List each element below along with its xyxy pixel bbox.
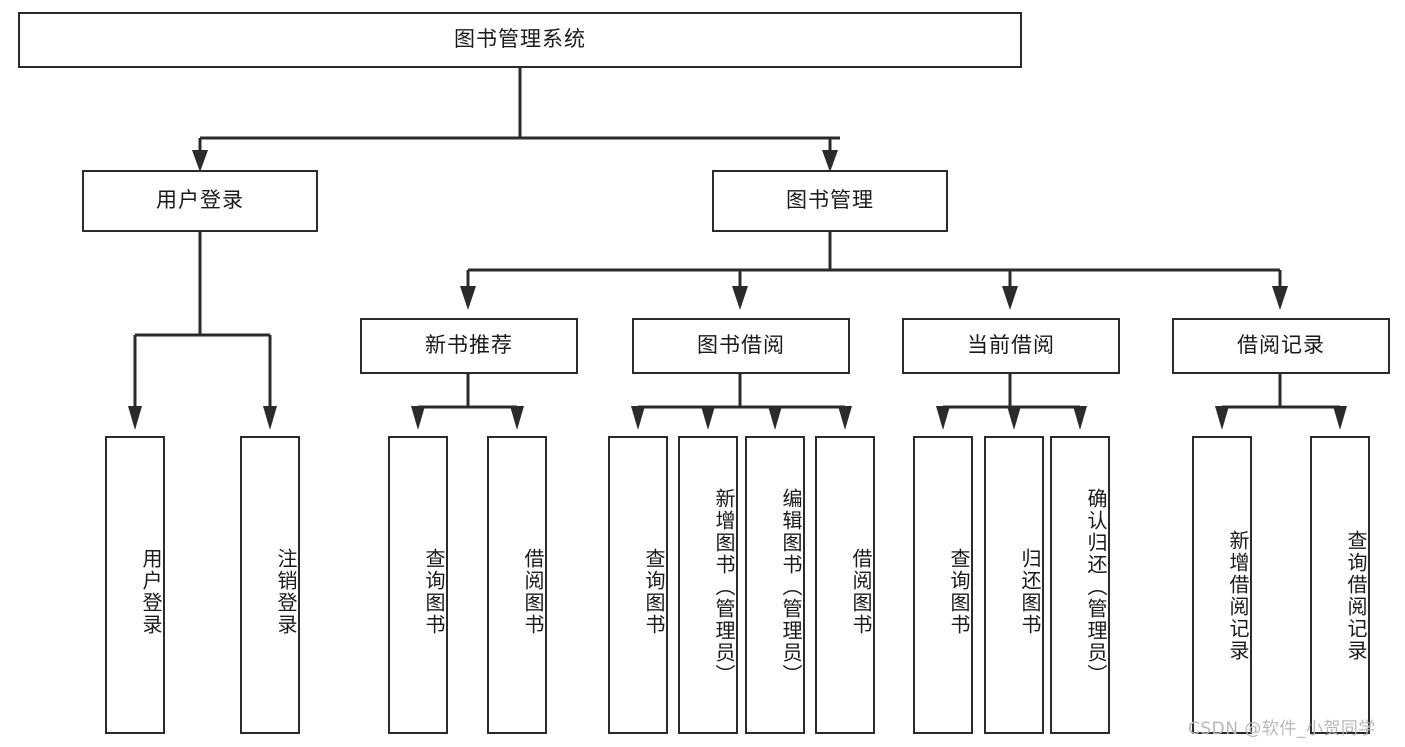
node-leaf-add-record[interactable]: 新增借阅记录 bbox=[1192, 436, 1252, 734]
node-user-login[interactable]: 用户登录 bbox=[82, 170, 318, 232]
node-leaf-user-login-label: 用户登录 bbox=[139, 548, 163, 636]
node-leaf-query-book-1-label: 查询图书 bbox=[422, 548, 446, 636]
node-leaf-add-book-label: 新增图书（管理员） bbox=[712, 488, 736, 686]
arrowhead-leaf-edit-book bbox=[768, 406, 782, 430]
node-leaf-user-logout[interactable]: 注销登录 bbox=[240, 436, 300, 734]
arrowhead-leaf-query-book-2 bbox=[631, 406, 645, 430]
node-new-book-recommend[interactable]: 新书推荐 bbox=[360, 318, 578, 374]
node-leaf-borrow-book-2-label: 借阅图书 bbox=[849, 548, 873, 636]
arrowhead-leaf-add-record bbox=[1215, 406, 1229, 430]
arrowhead-new-book-recommend bbox=[460, 286, 476, 310]
node-book-manage[interactable]: 图书管理 bbox=[712, 170, 948, 232]
node-leaf-confirm-return[interactable]: 确认归还（管理员） bbox=[1050, 436, 1110, 734]
node-user-login-label: 用户登录 bbox=[156, 188, 244, 213]
node-leaf-add-record-label: 新增借阅记录 bbox=[1226, 530, 1250, 662]
arrowhead-leaf-add-book bbox=[701, 406, 715, 430]
node-leaf-edit-book-label: 编辑图书（管理员） bbox=[779, 488, 803, 686]
node-leaf-query-book-3[interactable]: 查询图书 bbox=[913, 436, 973, 734]
node-current-borrow-label: 当前借阅 bbox=[967, 333, 1055, 358]
node-book-manage-label: 图书管理 bbox=[786, 188, 874, 213]
csdn-watermark: CSDN @软件_小贺同学 bbox=[1188, 719, 1376, 739]
node-book-borrow[interactable]: 图书借阅 bbox=[632, 318, 850, 374]
node-leaf-borrow-book-1-label: 借阅图书 bbox=[521, 548, 545, 636]
node-leaf-return-book-label: 归还图书 bbox=[1018, 548, 1042, 636]
arrowhead-leaf-borrow-book-2 bbox=[838, 406, 852, 430]
node-root-label: 图书管理系统 bbox=[454, 27, 586, 52]
arrowhead-leaf-query-record bbox=[1333, 406, 1347, 430]
arrowhead-book-borrow bbox=[732, 286, 748, 310]
node-leaf-edit-book[interactable]: 编辑图书（管理员） bbox=[745, 436, 805, 734]
node-leaf-user-login[interactable]: 用户登录 bbox=[105, 436, 165, 734]
node-root[interactable]: 图书管理系统 bbox=[18, 12, 1022, 68]
node-leaf-return-book[interactable]: 归还图书 bbox=[984, 436, 1044, 734]
node-leaf-query-record-label: 查询借阅记录 bbox=[1344, 530, 1368, 662]
arrowhead-leaf-user-logout bbox=[263, 406, 277, 430]
arrowhead-leaf-user-login bbox=[128, 406, 142, 430]
arrowhead-user-login bbox=[192, 150, 208, 172]
node-leaf-query-book-1[interactable]: 查询图书 bbox=[388, 436, 448, 734]
node-leaf-query-book-2-label: 查询图书 bbox=[642, 548, 666, 636]
arrowhead-leaf-confirm-return bbox=[1073, 406, 1087, 430]
arrowhead-leaf-borrow-book-1 bbox=[510, 406, 524, 430]
arrowhead-current-borrow bbox=[1002, 286, 1018, 310]
node-leaf-query-book-3-label: 查询图书 bbox=[947, 548, 971, 636]
node-leaf-add-book[interactable]: 新增图书（管理员） bbox=[678, 436, 738, 734]
node-borrow-record-label: 借阅记录 bbox=[1237, 333, 1325, 358]
node-leaf-query-book-2[interactable]: 查询图书 bbox=[608, 436, 668, 734]
node-current-borrow[interactable]: 当前借阅 bbox=[902, 318, 1120, 374]
node-leaf-user-logout-label: 注销登录 bbox=[274, 548, 298, 636]
node-book-borrow-label: 图书借阅 bbox=[697, 333, 785, 358]
node-leaf-borrow-book-1[interactable]: 借阅图书 bbox=[487, 436, 547, 734]
arrowhead-leaf-query-book-1 bbox=[411, 406, 425, 430]
node-leaf-query-record[interactable]: 查询借阅记录 bbox=[1310, 436, 1370, 734]
arrowhead-leaf-query-book-3 bbox=[936, 406, 950, 430]
node-leaf-borrow-book-2[interactable]: 借阅图书 bbox=[815, 436, 875, 734]
node-borrow-record[interactable]: 借阅记录 bbox=[1172, 318, 1390, 374]
arrowhead-book-manage bbox=[822, 150, 838, 172]
arrowhead-leaf-return-book bbox=[1007, 406, 1021, 430]
node-new-book-recommend-label: 新书推荐 bbox=[425, 333, 513, 358]
node-leaf-confirm-return-label: 确认归还（管理员） bbox=[1084, 488, 1108, 686]
arrowhead-borrow-record bbox=[1272, 286, 1288, 310]
